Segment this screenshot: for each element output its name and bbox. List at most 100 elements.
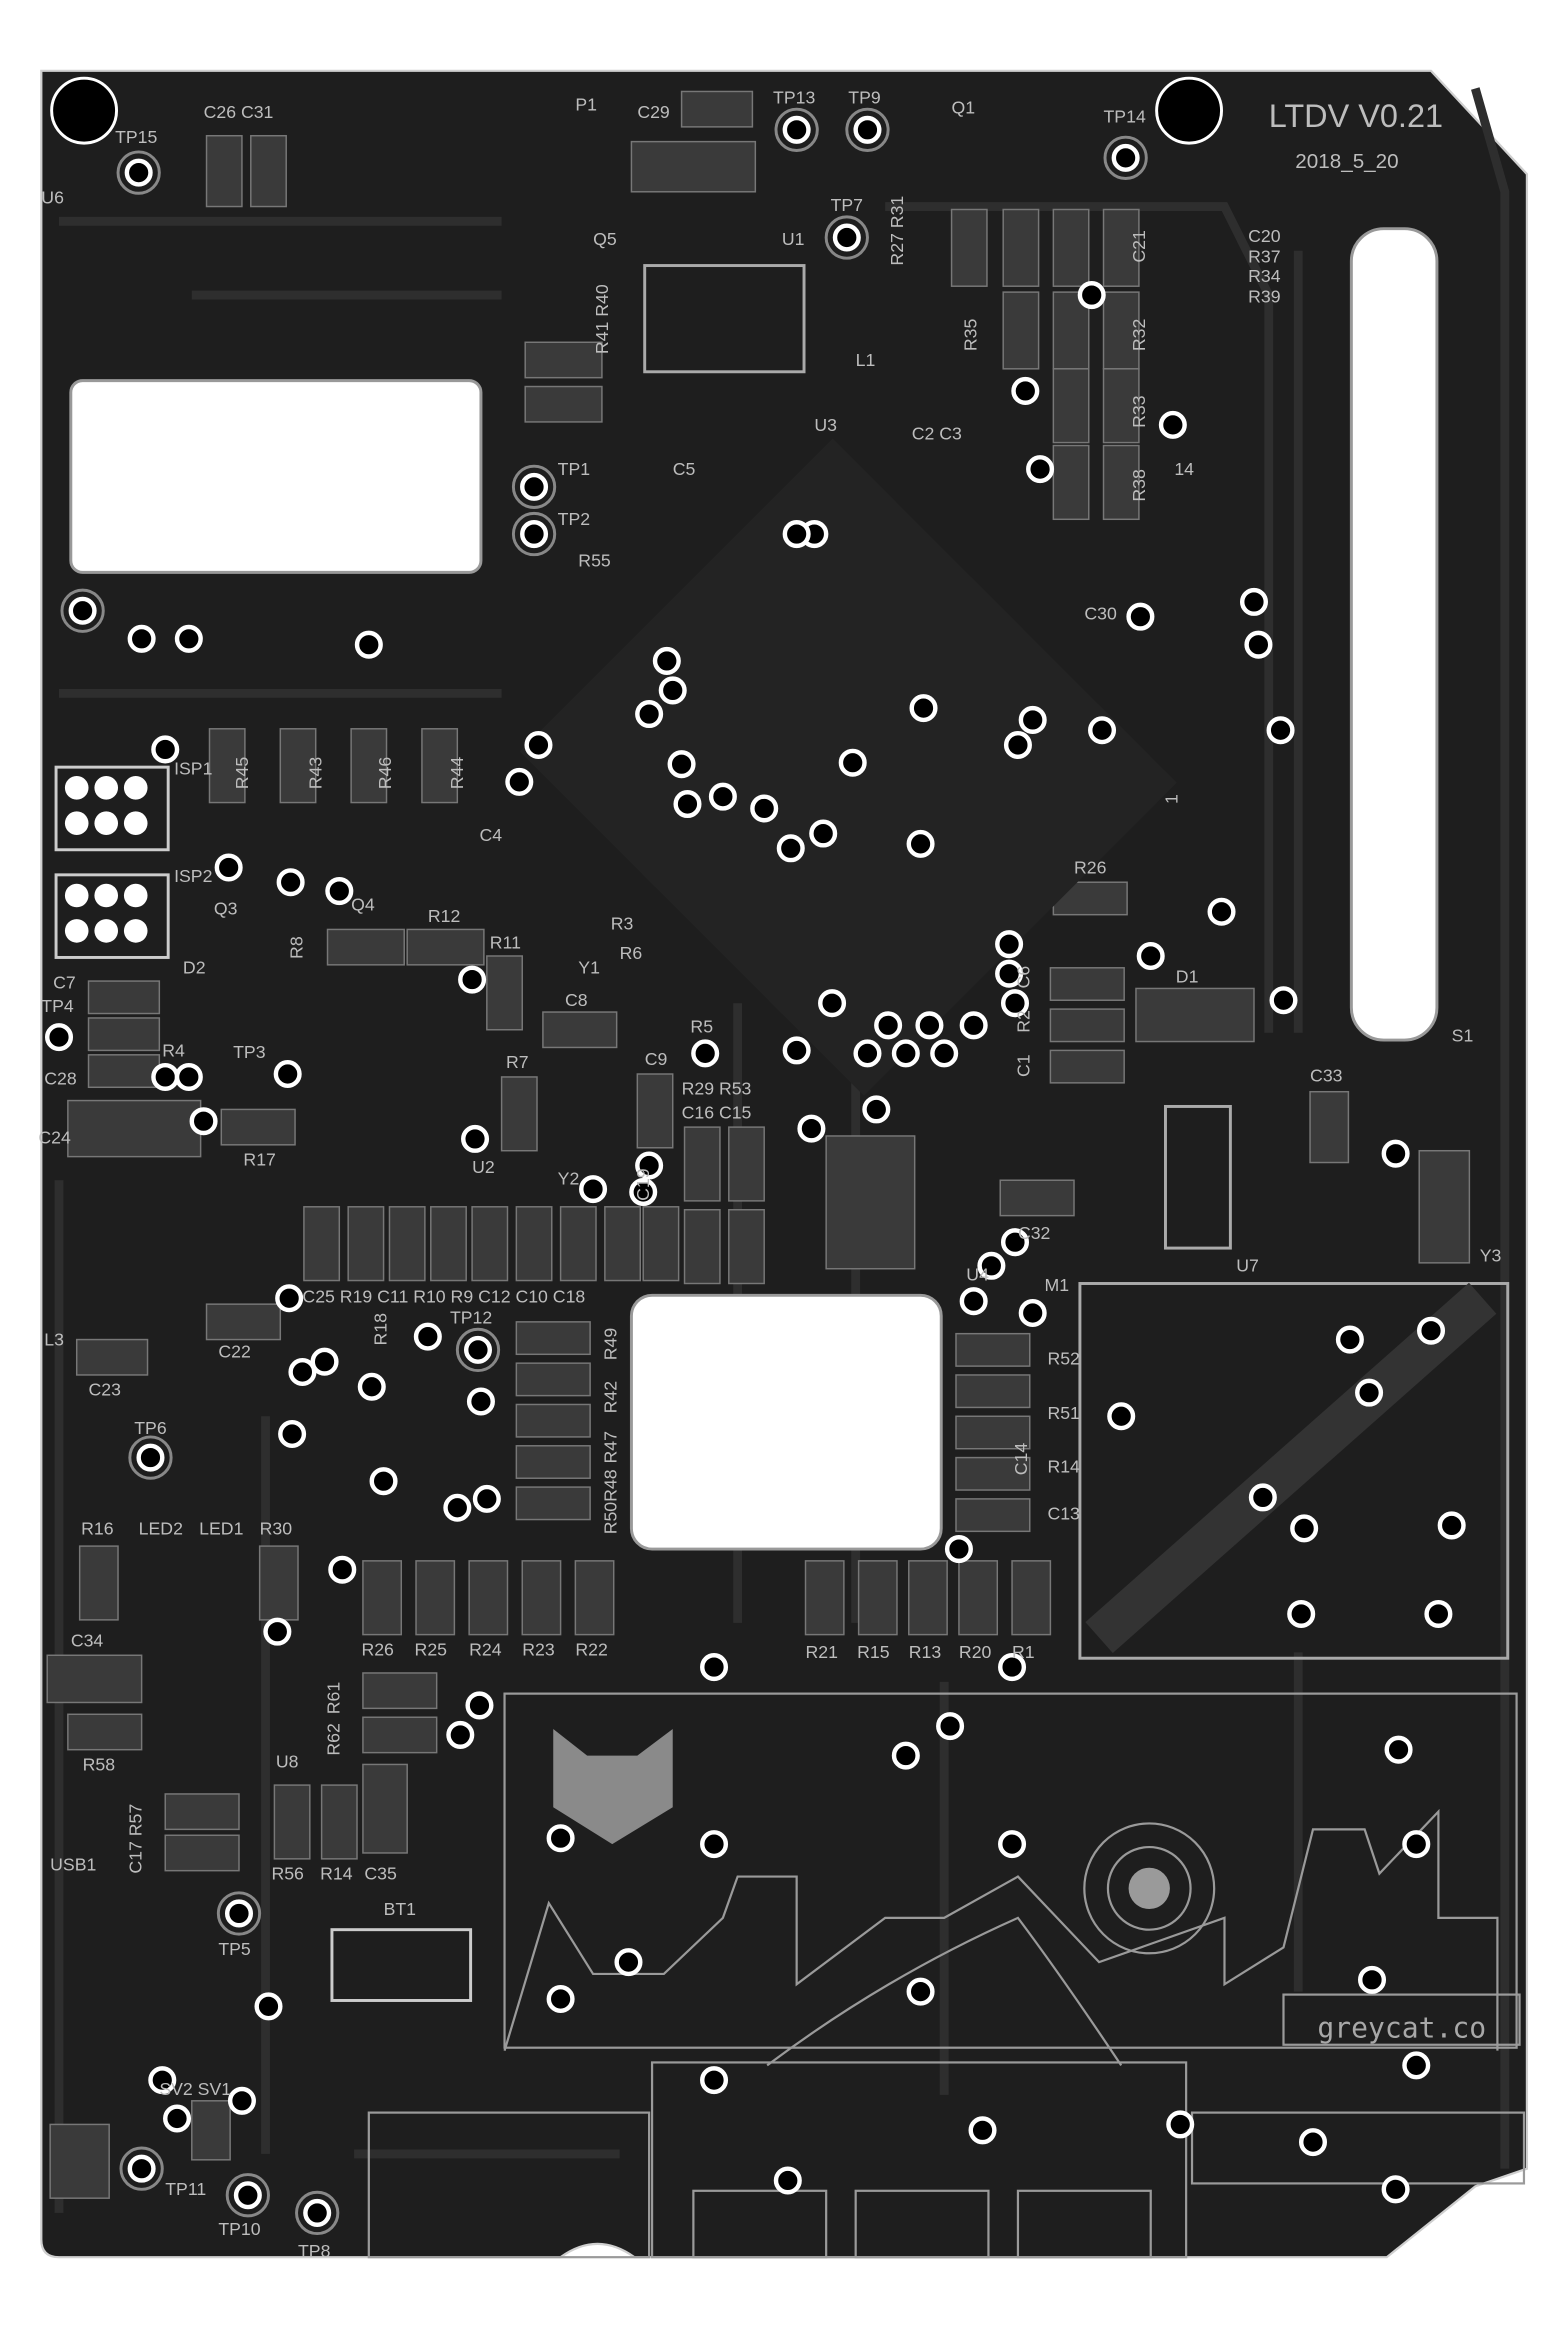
silkscreen-label: C34 bbox=[71, 1630, 104, 1650]
silkscreen-label: TP1 bbox=[558, 459, 590, 479]
via bbox=[809, 819, 838, 848]
header-pin bbox=[64, 883, 89, 908]
silkscreen-label: C6 bbox=[1014, 966, 1034, 989]
silkscreen-label: C4 bbox=[479, 825, 502, 845]
ic-u7 bbox=[1164, 1104, 1232, 1250]
via bbox=[303, 2198, 332, 2227]
smd-pad bbox=[49, 2123, 110, 2199]
smd-pad bbox=[1309, 1090, 1350, 1164]
smd-pad bbox=[604, 1206, 642, 1282]
via bbox=[1248, 1483, 1277, 1512]
silkscreen-label: R41 R40 bbox=[592, 284, 612, 354]
header-pin bbox=[94, 919, 119, 943]
silkscreen-label: R42 bbox=[601, 1381, 621, 1413]
via bbox=[652, 646, 681, 675]
smd-pad bbox=[515, 1403, 591, 1438]
via bbox=[1011, 376, 1040, 405]
via bbox=[1384, 1735, 1413, 1764]
silkscreen-label: LED2 bbox=[139, 1518, 183, 1538]
silkscreen-label: TP5 bbox=[218, 1939, 251, 1959]
via bbox=[354, 630, 383, 659]
via bbox=[472, 1484, 501, 1513]
via bbox=[782, 520, 811, 549]
via bbox=[832, 223, 861, 252]
via bbox=[944, 1535, 973, 1564]
header-pin bbox=[94, 776, 119, 800]
silkscreen-label: U8 bbox=[276, 1751, 299, 1771]
silkscreen-label: C30 bbox=[1084, 604, 1117, 624]
mounting-hole bbox=[1155, 76, 1224, 145]
silkscreen-label: Q1 bbox=[952, 98, 976, 118]
via bbox=[891, 1741, 920, 1770]
via bbox=[1000, 989, 1030, 1018]
via bbox=[520, 472, 549, 501]
test-point bbox=[511, 464, 557, 509]
smd-pad bbox=[67, 1099, 202, 1158]
via bbox=[1417, 1316, 1446, 1345]
silkscreen-label: C9 bbox=[645, 1049, 668, 1069]
via bbox=[1357, 1965, 1387, 1994]
silkscreen-label: U7 bbox=[1236, 1256, 1259, 1276]
silkscreen-label: R7 bbox=[506, 1052, 529, 1072]
silkscreen-label: Q4 bbox=[351, 894, 375, 914]
smd-pad bbox=[362, 1763, 408, 1854]
header-pin bbox=[94, 811, 119, 836]
board-title: LTDV V0.21 bbox=[1269, 98, 1443, 134]
smd-pad bbox=[521, 1560, 562, 1636]
smd-pad bbox=[191, 2100, 231, 2161]
via bbox=[1239, 587, 1269, 616]
via bbox=[906, 829, 935, 858]
silkscreen-label: TP2 bbox=[558, 509, 590, 529]
connector-isp1 bbox=[54, 765, 170, 852]
via bbox=[463, 1335, 493, 1364]
silkscreen-label: R24 bbox=[469, 1639, 502, 1659]
via bbox=[1003, 731, 1032, 760]
silkscreen-label: R8 bbox=[286, 936, 306, 959]
via bbox=[546, 1984, 575, 2014]
via bbox=[1126, 602, 1155, 631]
via bbox=[909, 694, 938, 723]
silkscreen-label: C33 bbox=[1310, 1065, 1343, 1085]
silkscreen-label: M1 bbox=[1045, 1275, 1070, 1295]
test-point bbox=[216, 1891, 262, 1936]
smd-pad bbox=[857, 1560, 898, 1636]
via bbox=[136, 1443, 165, 1472]
via bbox=[700, 2066, 729, 2095]
silkscreen-label: C16 C15 bbox=[682, 1102, 752, 1122]
smd-pad bbox=[1002, 291, 1040, 370]
via bbox=[310, 1347, 339, 1376]
smd-pad bbox=[1002, 208, 1040, 287]
smd-pad bbox=[1102, 368, 1140, 444]
smd-pad bbox=[683, 1208, 721, 1285]
smd-pad bbox=[574, 1560, 615, 1636]
via bbox=[1026, 455, 1055, 484]
via bbox=[853, 115, 882, 144]
via bbox=[1158, 410, 1187, 439]
silkscreen-label: U6 bbox=[41, 188, 64, 208]
silkscreen-label: TP15 bbox=[115, 127, 157, 147]
silkscreen-label: R21 bbox=[806, 1642, 838, 1662]
via bbox=[998, 1653, 1027, 1682]
smd-pad bbox=[208, 728, 246, 804]
silkscreen-label: R17 bbox=[243, 1149, 275, 1169]
smd-pad bbox=[955, 1498, 1031, 1533]
silkscreen-label: R25 bbox=[415, 1639, 448, 1659]
smd-pad bbox=[350, 728, 388, 804]
via bbox=[1402, 1830, 1431, 1859]
via bbox=[127, 2154, 156, 2183]
via bbox=[995, 930, 1024, 959]
smd-pad bbox=[220, 1108, 296, 1146]
test-point bbox=[455, 1327, 501, 1373]
smd-pad bbox=[78, 1545, 119, 1621]
header-pin bbox=[123, 776, 148, 800]
header-pin bbox=[123, 883, 148, 908]
test-point bbox=[119, 2146, 164, 2191]
silkscreen-label: TP8 bbox=[298, 2241, 331, 2261]
smd-pad bbox=[421, 728, 459, 804]
silkscreen-label: U1 bbox=[782, 229, 805, 249]
silkscreen-label: R30 bbox=[260, 1518, 293, 1538]
test-point bbox=[116, 150, 161, 195]
silkscreen-label: D2 bbox=[183, 958, 206, 978]
silkscreen-label: R4 bbox=[162, 1040, 185, 1060]
silkscreen-label: Y2 bbox=[558, 1169, 580, 1189]
